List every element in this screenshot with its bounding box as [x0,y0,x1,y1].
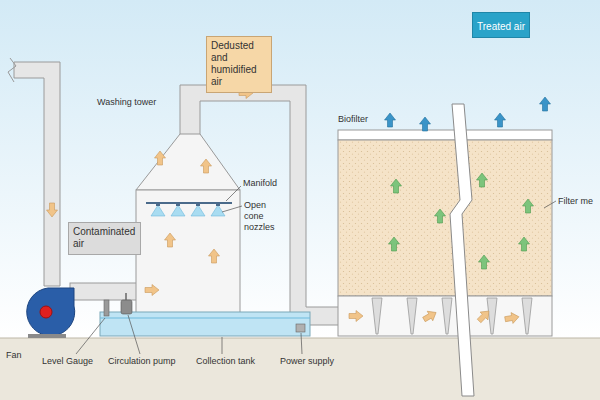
filter-flow-arrow [479,255,490,269]
air-flow-arrow [165,233,176,247]
filter-flow-arrow [435,209,446,223]
air-flow-arrow [349,311,363,322]
part-label: Open cone nozzles [244,200,286,233]
nozzle [196,203,200,206]
leader-line [301,333,302,354]
filter-flow-arrow [391,179,402,193]
fan [27,288,75,338]
filter-flow-arrow [519,237,530,251]
part-label: Circulation pump [108,356,176,367]
fan [28,334,66,338]
air-label-box: Treated air [472,12,530,38]
part-label: Level Gauge [42,356,93,367]
leader-line [544,201,556,208]
collection-tank [100,312,310,336]
support-leg [442,298,452,334]
filter-flow-arrow [389,237,400,251]
circulation-pump [121,300,132,314]
air-flow-arrow [201,159,212,173]
washing-tower [136,134,240,318]
air-flow-arrow [475,307,493,325]
circulation-pump [121,293,132,314]
fan-outlet-duct [70,283,138,300]
air-flow-arrow [47,88,520,325]
nozzle [216,203,220,206]
support-leg [372,298,532,334]
power-supply [296,324,305,332]
node-text: Treated air [477,21,525,33]
level-gauge [104,300,109,316]
part-label: Fan [6,350,22,361]
fan [27,288,75,336]
washing-tower [136,134,240,190]
washing-tower [136,190,240,318]
part-label: Power supply [280,356,334,367]
nozzle [176,203,180,206]
support-leg [522,298,532,334]
treated-air-arrow [385,113,396,127]
biofilter [338,130,552,336]
part-label: Filter me [558,196,593,207]
inlet-duct [14,62,60,286]
leader-line [76,186,556,354]
leader-line [76,318,105,354]
air-label-box: Dedusted and humidified air [206,36,272,93]
node-text: Dedusted and humidified air [211,40,267,88]
leader-line [128,315,140,354]
spray-cone [151,205,165,216]
treated-air-arrow [540,97,551,111]
support-leg [372,298,382,334]
break-mark [450,104,474,396]
circulation-pump [125,293,127,300]
treated-air-arrow [385,97,551,131]
filter-flow-arrow [477,173,488,187]
part-label: Collection tank [196,356,255,367]
support-leg [407,298,417,334]
ground [0,338,600,400]
air-label-box: Contaminated air [68,222,141,255]
spray-cone [171,205,185,216]
treated-air-arrow [420,117,431,131]
air-flow-arrow [145,285,159,296]
part-label: Manifold [243,178,277,189]
filter-flow-arrow [523,199,534,213]
collection-tank [100,317,310,318]
leader-line [222,337,223,354]
biofilter [338,140,552,296]
treated-air-arrow [495,113,506,127]
spray-cone [191,205,205,216]
biofilter [338,130,552,140]
biofilter [338,296,552,336]
ground-line [0,338,600,339]
filter-flow-arrow [389,173,534,269]
spray-cone [151,205,225,216]
leader-line [226,186,241,201]
sky-background [0,0,600,340]
part-label: Washing tower [97,97,156,108]
leader-line [222,206,242,212]
inlet-duct [8,58,60,286]
air-flow-arrow [421,308,439,325]
air-flow-arrow [209,249,220,263]
nozzle [156,203,160,206]
air-flow-arrow [504,311,520,324]
inlet-duct [8,58,16,82]
manifold [146,203,232,216]
part-label: Biofilter [338,114,368,125]
spray-cone [211,205,225,216]
node-text: Contaminated air [73,226,136,250]
air-flow-arrow [155,151,166,165]
nozzle [156,203,220,206]
air-flow-arrow [47,203,58,217]
fan [40,306,52,318]
collection-tank [100,312,310,336]
